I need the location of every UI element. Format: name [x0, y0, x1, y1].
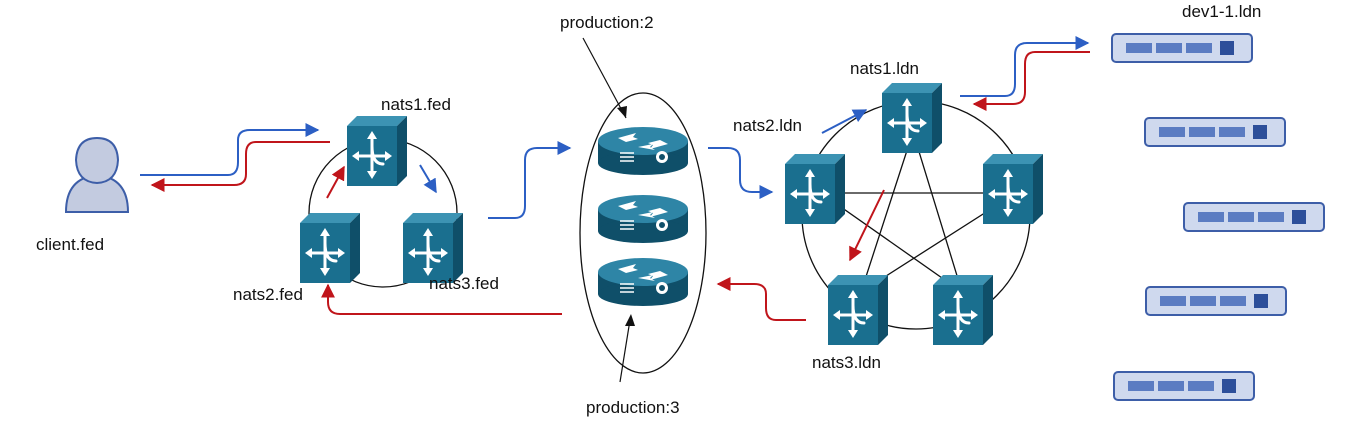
- production-router-2-icon: [597, 194, 689, 244]
- dev1-label: dev1-1.ldn: [1182, 2, 1261, 21]
- nats1-ldn-switch-icon: [880, 81, 944, 155]
- server-4-icon: [1145, 286, 1287, 316]
- request-arrow-nats2-to-nats1-ldn: [821, 109, 868, 134]
- production2-pointer: [582, 37, 627, 119]
- nats1-ldn-label: nats1.ldn: [850, 59, 919, 78]
- nats3-fed-label: nats3.fed: [429, 274, 499, 293]
- nats2-fed-switch-icon: [298, 211, 362, 285]
- request-arrow-fed-to-production: [488, 141, 572, 219]
- response-arrow-production-to-nats2-fed: [321, 283, 562, 315]
- response-arrow-nats1-fed-to-client: [150, 141, 330, 192]
- nats5-ldn-switch-icon: [931, 273, 995, 347]
- production-router-3-icon: [597, 257, 689, 307]
- ldn-star-mesh: [818, 129, 1019, 294]
- nats3-fed-switch-icon: [401, 211, 465, 285]
- nats3-ldn-label: nats3.ldn: [812, 353, 881, 372]
- nats4-ldn-switch-icon: [981, 152, 1045, 226]
- production3-pointer-head: [625, 314, 635, 326]
- nats1-fed-label: nats1.fed: [381, 95, 451, 114]
- production-group-ellipse: [579, 92, 707, 374]
- production2-pointer-head: [617, 106, 627, 118]
- server-5-icon: [1113, 371, 1255, 401]
- production2-label: production:2: [560, 13, 654, 32]
- client-label: client.fed: [36, 235, 104, 254]
- production-router-1-icon: [597, 126, 689, 176]
- response-arrow-dev1-to-nats1-ldn: [972, 51, 1090, 111]
- nats2-ldn-label: nats2.ldn: [733, 116, 802, 135]
- nats3-ldn-switch-icon: [826, 273, 890, 347]
- production3-label: production:3: [586, 398, 680, 417]
- production3-pointer: [619, 319, 631, 383]
- request-arrow-nats1-ldn-to-dev1: [960, 36, 1090, 97]
- nats1-fed-switch-icon: [345, 114, 409, 188]
- server-2-icon: [1144, 117, 1286, 147]
- response-arrow-nats1-to-nats3-ldn: [849, 189, 885, 262]
- server-3-icon: [1183, 202, 1325, 232]
- server-dev1-icon: [1111, 33, 1253, 63]
- nats2-ldn-switch-icon: [783, 152, 847, 226]
- request-arrow-client-to-nats1-fed: [140, 123, 320, 176]
- request-arrow-nats1-to-nats3-fed: [419, 164, 437, 194]
- response-arrow-nats2-to-nats1-fed: [326, 165, 345, 199]
- client-user-icon: [64, 136, 130, 213]
- nats2-fed-label: nats2.fed: [233, 285, 303, 304]
- response-arrow-ldn-to-production: [716, 277, 806, 321]
- request-arrow-production-to-ldn: [708, 147, 774, 199]
